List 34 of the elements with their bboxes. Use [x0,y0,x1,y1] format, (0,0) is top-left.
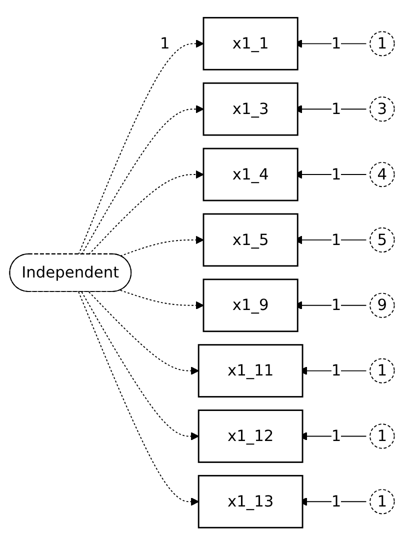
arrow [88,170,204,255]
edge-label: 1 [331,426,342,445]
arrow [78,291,199,506]
arrow [78,39,204,255]
arrow [120,290,204,310]
arrow [81,104,204,255]
edge-label: 1 [160,34,170,52]
node-circle [370,292,395,318]
edge-label: 1 [331,361,342,380]
node-circle [370,96,395,122]
arrow [88,291,199,375]
node-circle [370,162,395,187]
node-circle [370,423,395,449]
edge-label: 1 [331,34,342,52]
edge-label: 1 [331,492,342,510]
node-circle [370,30,395,56]
arrow [120,236,204,256]
node-box [202,148,298,202]
arrow [81,291,199,440]
path-diagram: 1 1 1 1 1 1 1 1 1 Independent x1_1 x1_3 x1_4 x1_5 x1_9 x1_11 x1_12 x1_13 1 3 4 5 9 1 1 1 [2,10,402,536]
edge-label: 1 [331,99,342,118]
edge-label: 1 [331,296,342,314]
edge-label: 1 [331,164,342,184]
node-box [202,16,298,70]
node-box [198,474,304,528]
node-box [202,82,298,136]
edge-label: 1 [331,230,342,248]
node-circle [370,227,395,252]
node-circle [370,358,395,384]
node-box [202,213,298,266]
node-box [198,344,304,398]
node-circle [370,488,395,514]
node-box [202,278,298,332]
node-box [198,409,304,463]
